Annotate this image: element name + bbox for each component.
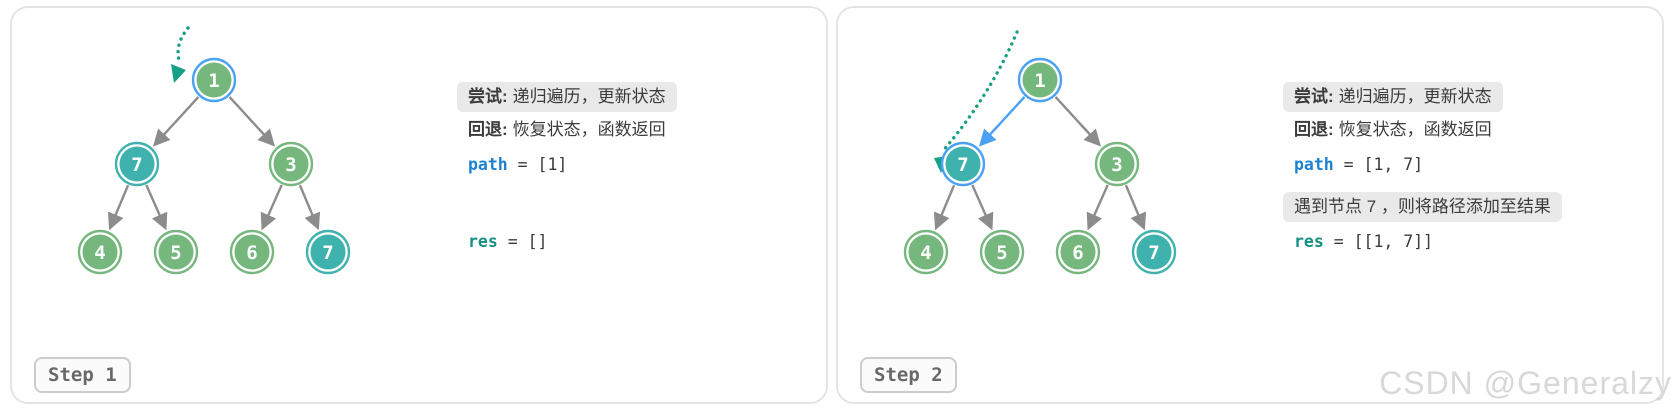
note-text: 递归遍历，更新状态 bbox=[1338, 87, 1492, 106]
tree-edge bbox=[971, 184, 994, 231]
node-value-label: 7 bbox=[131, 154, 142, 176]
tree-node-6: 6 bbox=[1055, 229, 1101, 275]
node-value-label: 4 bbox=[920, 242, 931, 264]
tree-node-3: 3 bbox=[1094, 141, 1140, 187]
code-value: = [[1, 7]] bbox=[1323, 232, 1434, 251]
tree-edge bbox=[107, 184, 130, 231]
code-value: = [] bbox=[497, 232, 548, 251]
result-added-note: 遇到节点 7 ，则将路径添加至结果 bbox=[1283, 192, 1562, 222]
binary-tree-step-2: 1 7 3 4 5 6 7 bbox=[903, 30, 1177, 275]
tree-node-7: 7 bbox=[305, 229, 351, 275]
res-code: res = [[1, 7]] bbox=[1294, 232, 1433, 252]
backtrack-note: 回退:恢复状态，函数返回 bbox=[1294, 120, 1492, 140]
tree-edge bbox=[1054, 96, 1102, 147]
tree-edge bbox=[152, 96, 200, 147]
node-value-label: 1 bbox=[208, 70, 219, 92]
note-text: 恢复状态，函数返回 bbox=[512, 120, 666, 139]
path-code: path = [1, 7] bbox=[1294, 155, 1423, 175]
res-variable: res bbox=[1294, 232, 1324, 251]
node-value-label: 4 bbox=[94, 242, 105, 264]
tree-node-1: 1 bbox=[1017, 57, 1063, 103]
note-text: 恢复状态，函数返回 bbox=[1338, 120, 1492, 139]
backtrack-note: 回退:恢复状态，函数返回 bbox=[468, 120, 666, 140]
node-value-label: 6 bbox=[1072, 242, 1083, 264]
node-value-label: 3 bbox=[1111, 154, 1122, 176]
res-code: res = [] bbox=[468, 232, 547, 252]
node-value-label: 6 bbox=[246, 242, 257, 264]
path-code: path = [1] bbox=[468, 155, 567, 175]
tree-node-3: 3 bbox=[268, 141, 314, 187]
tree-node-7: 7 bbox=[1131, 229, 1177, 275]
code-value: = [1] bbox=[507, 155, 568, 174]
path-variable: path bbox=[1294, 155, 1334, 174]
tree-edge bbox=[1124, 184, 1147, 231]
node-value-label: 5 bbox=[170, 242, 181, 264]
tree-edge bbox=[298, 184, 321, 231]
csdn-watermark: CSDN @Generalzy bbox=[1379, 365, 1672, 401]
tree-edge bbox=[1086, 184, 1109, 231]
tree-node-6: 6 bbox=[229, 229, 275, 275]
tree-edge bbox=[228, 96, 276, 147]
node-value-label: 3 bbox=[285, 154, 296, 176]
binary-tree-step-1: 1 7 3 4 5 6 7 bbox=[77, 26, 351, 275]
tree-node-7: 7 bbox=[940, 141, 986, 187]
note-keyword: 尝试: bbox=[468, 87, 508, 106]
tree-edge bbox=[978, 96, 1026, 147]
tree-node-7: 7 bbox=[114, 141, 160, 187]
node-value-label: 7 bbox=[322, 242, 333, 264]
tree-node-4: 4 bbox=[77, 229, 123, 275]
step-2-badge[interactable]: Step 2 bbox=[860, 357, 957, 393]
path-variable: path bbox=[468, 155, 508, 174]
tree-node-5: 5 bbox=[979, 229, 1025, 275]
try-note: 尝试:递归遍历，更新状态 bbox=[1283, 82, 1503, 112]
try-note: 尝试:递归遍历，更新状态 bbox=[457, 82, 677, 112]
tree-node-5: 5 bbox=[153, 229, 199, 275]
code-value: = [1, 7] bbox=[1333, 155, 1424, 174]
node-value-label: 1 bbox=[1034, 70, 1045, 92]
note-keyword: 尝试: bbox=[1294, 87, 1334, 106]
note-keyword: 回退: bbox=[468, 120, 508, 139]
tree-edge bbox=[145, 184, 168, 231]
note-text: 递归遍历，更新状态 bbox=[512, 87, 666, 106]
tree-edge bbox=[260, 184, 283, 231]
res-variable: res bbox=[468, 232, 498, 251]
node-value-label: 7 bbox=[1148, 242, 1159, 264]
note-text: 遇到节点 7 ，则将路径添加至结果 bbox=[1294, 197, 1551, 216]
tree-edge bbox=[933, 184, 956, 231]
tree-node-4: 4 bbox=[903, 229, 949, 275]
step-1-badge[interactable]: Step 1 bbox=[34, 357, 131, 393]
traversal-cursor-arrow bbox=[171, 26, 190, 83]
note-keyword: 回退: bbox=[1294, 120, 1334, 139]
tree-node-1: 1 bbox=[191, 57, 237, 103]
node-value-label: 7 bbox=[957, 154, 968, 176]
node-value-label: 5 bbox=[996, 242, 1007, 264]
